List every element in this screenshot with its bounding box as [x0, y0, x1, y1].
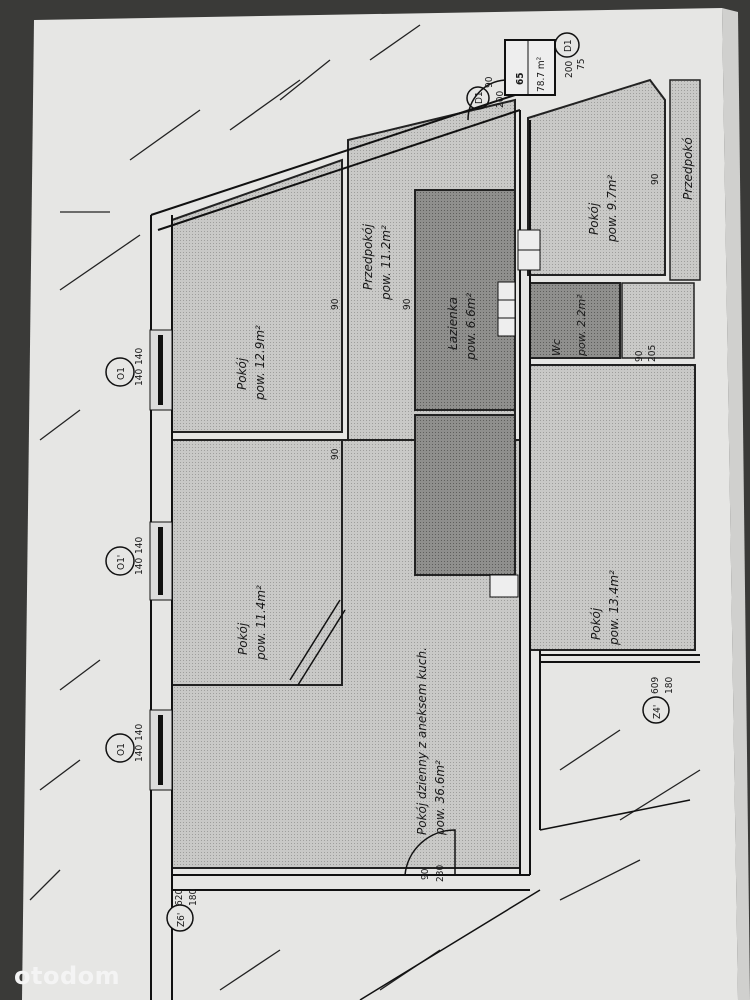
door-dim: 90 [330, 448, 341, 460]
room-hallway-2 [669, 79, 701, 281]
door-dim: 90 [402, 298, 413, 310]
apartment-area: 78.7 m² [536, 56, 547, 92]
door-tag: D1 [474, 91, 485, 104]
door-tag: Z4' [652, 705, 663, 719]
door-tags: Z6' 620 180 Z4' 609 180 D1 200 75 D1 90 … [166, 32, 675, 932]
room-area: pow. 13.4m² [607, 570, 621, 646]
room-bedroom-13-4 [529, 364, 696, 651]
window-tag: O1' [116, 555, 127, 570]
room-label: Łazienka [446, 297, 460, 351]
windows [149, 329, 173, 791]
room-area: pow. 11.4m² [254, 585, 268, 661]
door-dim: 90 [484, 76, 495, 88]
window-dim: 140 [134, 558, 145, 575]
door-dim: 90 [634, 350, 645, 362]
room-wc [529, 282, 621, 359]
window-tag: O1 [116, 743, 127, 756]
bathroom-fixtures [489, 229, 541, 598]
otodom-watermark: otodom [14, 962, 121, 990]
door-dim: 200 [495, 91, 506, 108]
apartment-tag: 65 78.7 m² [504, 39, 556, 96]
room-label: Przedpokó [681, 137, 695, 200]
door-dim: 200 [564, 61, 575, 78]
room-area: pow. 11.2m² [379, 225, 393, 301]
room-label: Pokój [589, 607, 603, 640]
door-swings [404, 79, 506, 876]
window-dim: 140 [134, 348, 145, 365]
window-tag: O1 [116, 367, 127, 380]
door-dim: 180 [188, 889, 199, 906]
door-dim: 75 [576, 59, 587, 70]
room-label: Pokój [236, 622, 250, 655]
apartment-number: 65 [515, 72, 526, 85]
room-label: Pokój [587, 202, 601, 235]
door-dim: 230 [435, 865, 446, 882]
door-dim: 205 [647, 345, 658, 362]
window-dim: 140 [134, 745, 145, 762]
door-tag: Z6' [176, 913, 187, 927]
door-dim: 90 [650, 173, 661, 185]
room-area: pow. 36.6m² [433, 760, 447, 836]
construction-lines [29, 24, 701, 991]
window-dim: 140 [134, 724, 145, 741]
room-label: Wc [550, 339, 563, 356]
door-dim: 180 [664, 677, 675, 694]
room-area: pow. 2.2m² [575, 294, 588, 357]
room-area: pow. 6.6m² [464, 293, 478, 361]
window-tags: O1 140 140 O1' 140 140 O1 140 140 [105, 348, 145, 763]
kitchen-annex [414, 414, 516, 576]
door-tag: D1 [563, 39, 574, 52]
window-dim: 140 [134, 369, 145, 386]
room-label: Pokój [235, 357, 249, 390]
door-dim: 90 [330, 298, 341, 310]
door-dim: 620 [174, 889, 185, 906]
room-area: pow. 12.9m² [253, 325, 267, 401]
room-area: pow. 9.7m² [605, 175, 619, 243]
door-dim: 90 [420, 868, 431, 880]
door-dimensions: 90 230 90 205 90 90 90 90 [330, 173, 661, 882]
room-label: Pokój dzienny z aneksem kuch. [415, 647, 429, 835]
room-label: Przedpokój [361, 223, 375, 290]
paper-edge [722, 8, 750, 1000]
room-corridor [621, 282, 695, 359]
door-dim: 609 [650, 677, 661, 694]
window-dim: 140 [134, 537, 145, 554]
